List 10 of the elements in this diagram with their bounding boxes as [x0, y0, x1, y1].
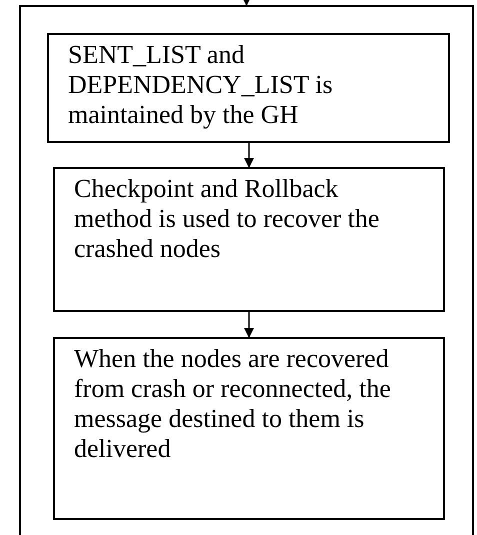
arrow: [244, 312, 254, 338]
arrow: [242, 0, 252, 6]
process-box: [53, 167, 445, 312]
step-text: When the nodes are recovered from crash or reconnected, the message destined to them is delivered: [74, 344, 392, 464]
process-box: [47, 33, 450, 143]
arrow: [244, 143, 254, 168]
process-box: [53, 337, 445, 520]
step-text: Checkpoint and Rollback method is used to recover the crashed nodes: [74, 174, 380, 264]
frame-box: [19, 5, 474, 535]
step-text: SENT_LIST and DEPENDENCY_LIST is maintained by the GH: [68, 40, 334, 130]
